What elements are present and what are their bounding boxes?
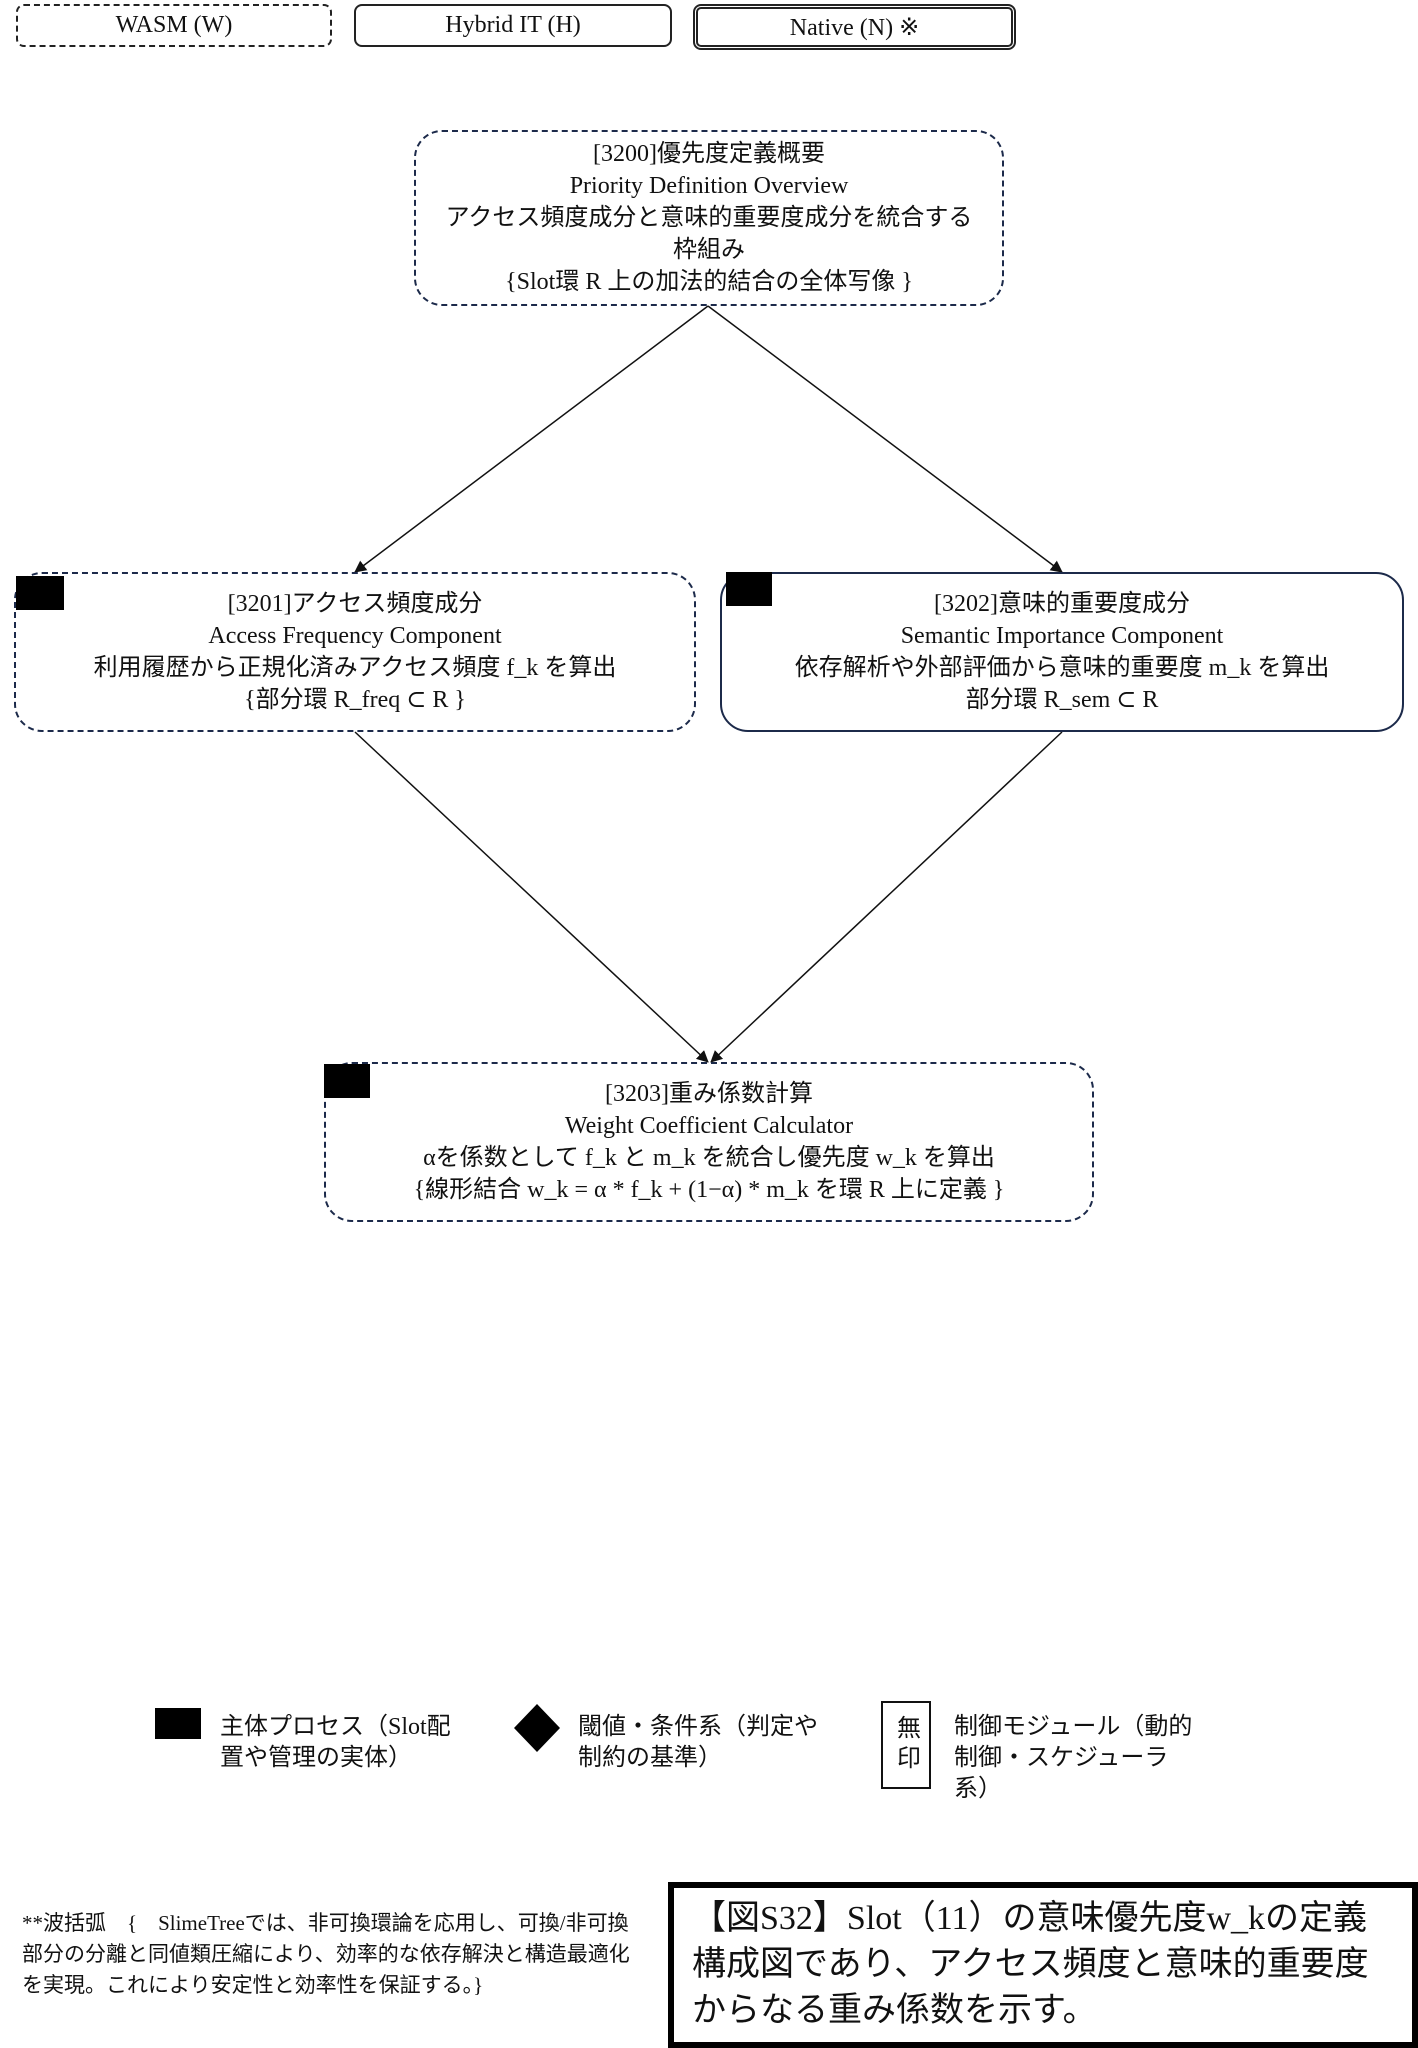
legend-hybrid-label: Hybrid IT (H) (445, 12, 581, 38)
node-3200: [3200]優先度定義概要 Priority Definition Overvi… (414, 130, 1004, 306)
figure-caption: 【図S32】Slot（11）の意味優先度w_kの定義構成図であり、アクセス頻度と… (668, 1882, 1418, 2048)
node-3202: [3202]意味的重要度成分 Semantic Importance Compo… (720, 572, 1404, 732)
node-3201-title: [3201]アクセス頻度成分 (227, 591, 483, 617)
node-3203-note: {線形結合 w_k = α * f_k + (1−α) * m_k を環 R 上… (413, 1177, 1005, 1203)
arrow-3200-to-3202 (707, 305, 1063, 573)
main-process-marker (324, 1064, 370, 1098)
node-3201: [3201]アクセス頻度成分 Access Frequency Componen… (14, 572, 696, 732)
main-process-marker (16, 576, 64, 610)
node-3202-title: [3202]意味的重要度成分 (934, 591, 1190, 617)
legend-native: Native (N) ※ (693, 4, 1016, 50)
node-3203-title: [3203]重み係数計算 (605, 1081, 813, 1107)
key-control-stamp: 無印 (881, 1701, 931, 1789)
node-3200-en: Priority Definition Overview (569, 173, 849, 199)
key-threshold-label: 閾値・条件系（判定や制約の基準） (578, 1714, 818, 1771)
figure-caption-text: 【図S32】Slot（11）の意味優先度w_kの定義構成図であり、アクセス頻度と… (692, 1900, 1369, 2029)
node-3202-en: Semantic Importance Component (900, 623, 1224, 649)
node-3200-title: [3200]優先度定義概要 (593, 141, 825, 167)
key-control-label: 制御モジュール（動的制御・スケジューラ系） (954, 1714, 1193, 1802)
node-3203-en: Weight Coefficient Calculator (564, 1113, 854, 1139)
key-main-process-marker (155, 1708, 201, 1739)
legend-hybrid: Hybrid IT (H) (354, 4, 672, 47)
node-3200-note: {Slot環 R 上の加法的結合の全体写像 } (505, 269, 913, 295)
key-main-process-label: 主体プロセス（Slot配置や管理の実体） (220, 1714, 451, 1771)
node-3203: [3203]重み係数計算 Weight Coefficient Calculat… (324, 1062, 1094, 1222)
legend-wasm: WASM (W) (16, 4, 332, 47)
arrow-3200-to-3201 (354, 305, 709, 573)
node-3200-desc: アクセス頻度成分と意味的重要度成分を統合する枠組み (445, 205, 973, 263)
legend-wasm-label: WASM (W) (115, 12, 233, 38)
node-3201-note: {部分環 R_freq ⊂ R } (244, 687, 466, 713)
node-3202-note: 部分環 R_sem ⊂ R (965, 687, 1159, 713)
main-process-marker (726, 572, 772, 606)
arrow-3201-to-3203 (354, 731, 709, 1063)
node-3202-desc: 依存解析や外部評価から意味的重要度 m_k を算出 (794, 655, 1330, 681)
node-3201-en: Access Frequency Component (208, 623, 502, 649)
key-control-stamp-text: 無印 (892, 1715, 919, 1775)
node-3203-desc: αを係数として f_k と m_k を統合し優先度 w_k を算出 (423, 1145, 995, 1171)
footnote: **波括弧 { SlimeTreeでは、非可換環論を応用し、可換/非可換部分の分… (22, 1911, 630, 1997)
legend-native-label: Native (N) ※ (789, 14, 920, 41)
arrow-3202-to-3203 (710, 731, 1063, 1063)
node-3201-desc: 利用履歴から正規化済みアクセス頻度 f_k を算出 (93, 655, 617, 681)
